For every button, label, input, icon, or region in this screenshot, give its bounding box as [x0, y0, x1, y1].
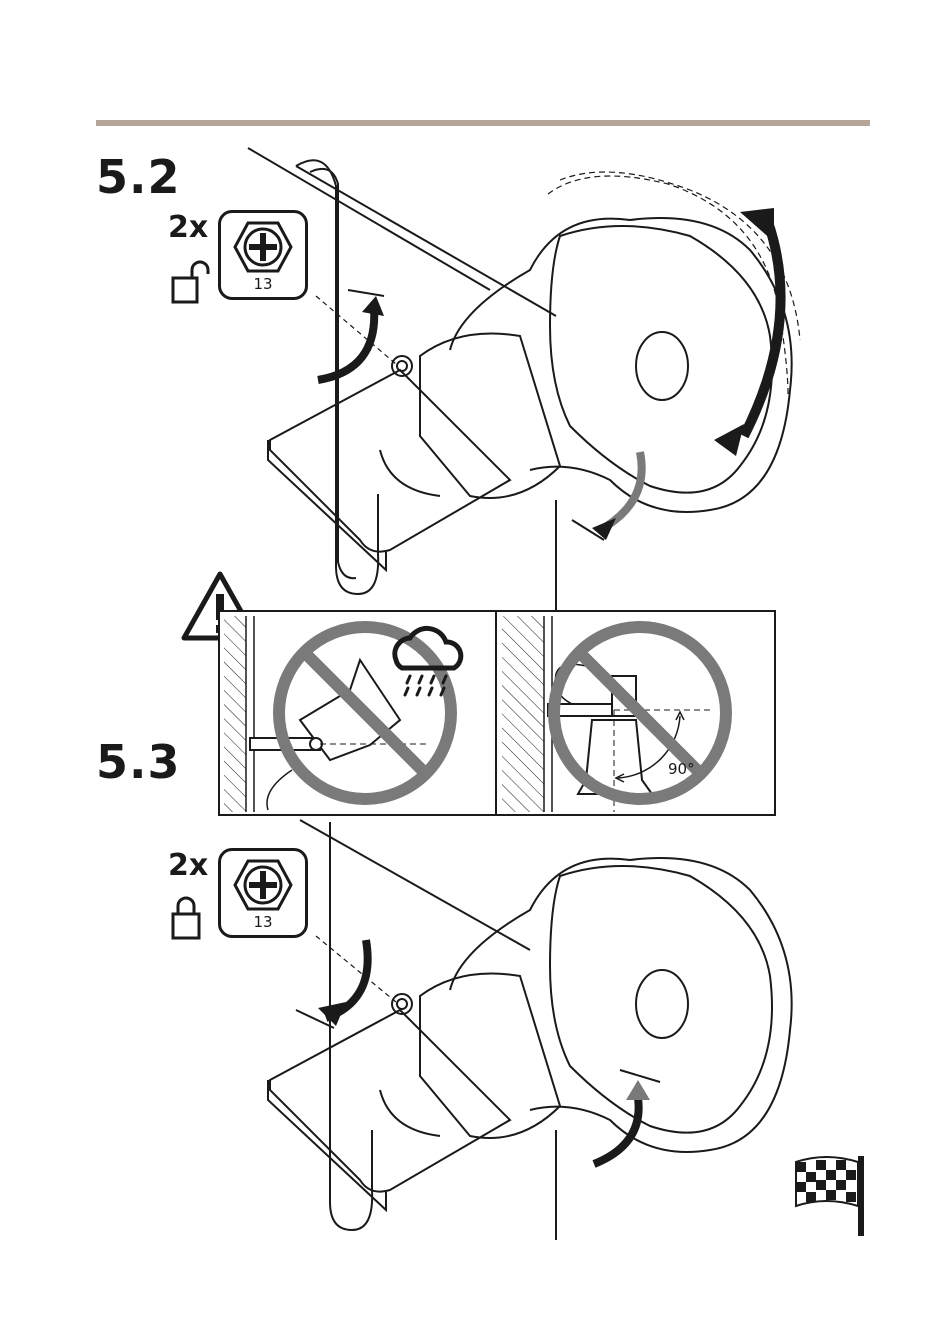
hex-bolt-phillips-icon	[233, 857, 293, 913]
angle-label: 90°	[668, 760, 695, 778]
rotate-arrow-icon	[594, 1098, 639, 1164]
checkered-flag-icon	[790, 1152, 870, 1238]
quantity-label: 2x	[168, 848, 208, 883]
tool-size: 13	[221, 913, 305, 931]
tool-badge: 13	[218, 848, 308, 938]
step-5-3-illustration	[268, 820, 792, 1240]
downward-horn-panel	[502, 616, 726, 812]
rotate-arrow-icon	[318, 308, 374, 380]
locked-padlock-icon	[170, 896, 216, 942]
step-number: 5.3	[96, 735, 181, 789]
rotate-arrow-icon	[744, 222, 781, 436]
upward-horn-panel	[224, 616, 451, 812]
